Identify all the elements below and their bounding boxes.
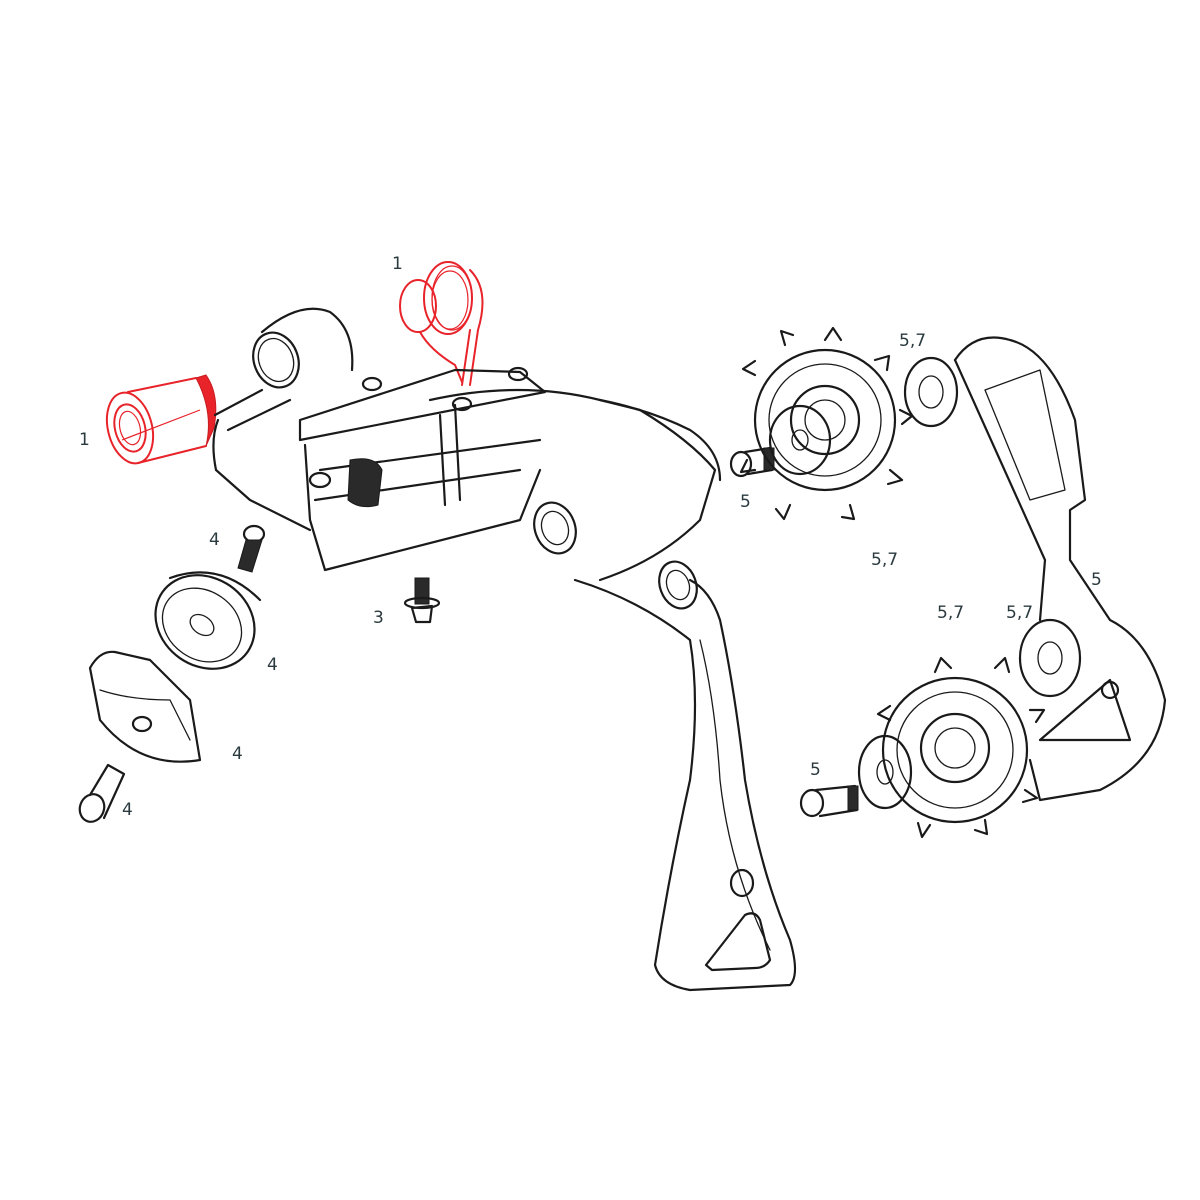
callout-upper-pulley-wheel: 5,7 — [871, 550, 899, 570]
cover-bolt-part — [78, 763, 126, 823]
callout-lower-pulley-wheel: 5,7 — [937, 603, 965, 623]
callout-limit-screw: 3 — [373, 608, 384, 628]
callout-cover-bolt: 4 — [122, 800, 133, 820]
cable-pulley-part — [154, 571, 262, 670]
callout-b-bolt-bushing: 1 — [79, 430, 90, 450]
inner-cage-plate — [953, 336, 1167, 802]
callout-cable-pulley-bolt: 4 — [209, 530, 220, 550]
limit-screw-part — [403, 577, 441, 624]
pulley-cover-part — [88, 650, 202, 763]
b-spring-part — [399, 261, 484, 386]
derailleur-body — [212, 307, 722, 610]
callout-inner-cage-plate: 5 — [1091, 570, 1102, 590]
callout-b-spring: 1 — [392, 254, 403, 274]
callout-upper-washer: 5,7 — [899, 331, 927, 351]
cable-pulley-bolt-part — [237, 524, 266, 573]
outer-cage-plate — [573, 578, 797, 992]
lower-pulley-group — [799, 618, 1082, 839]
upper-pulley-group — [729, 326, 959, 521]
callout-lower-washer: 5,7 — [1006, 603, 1034, 623]
callout-cable-pulley: 4 — [267, 655, 278, 675]
callout-pulley-cover: 4 — [232, 744, 243, 764]
callout-upper-pulley-bolt: 5 — [740, 492, 751, 512]
callout-lower-pulley-bolt: 5 — [810, 760, 821, 780]
b-bolt-bushing-part — [105, 374, 217, 465]
